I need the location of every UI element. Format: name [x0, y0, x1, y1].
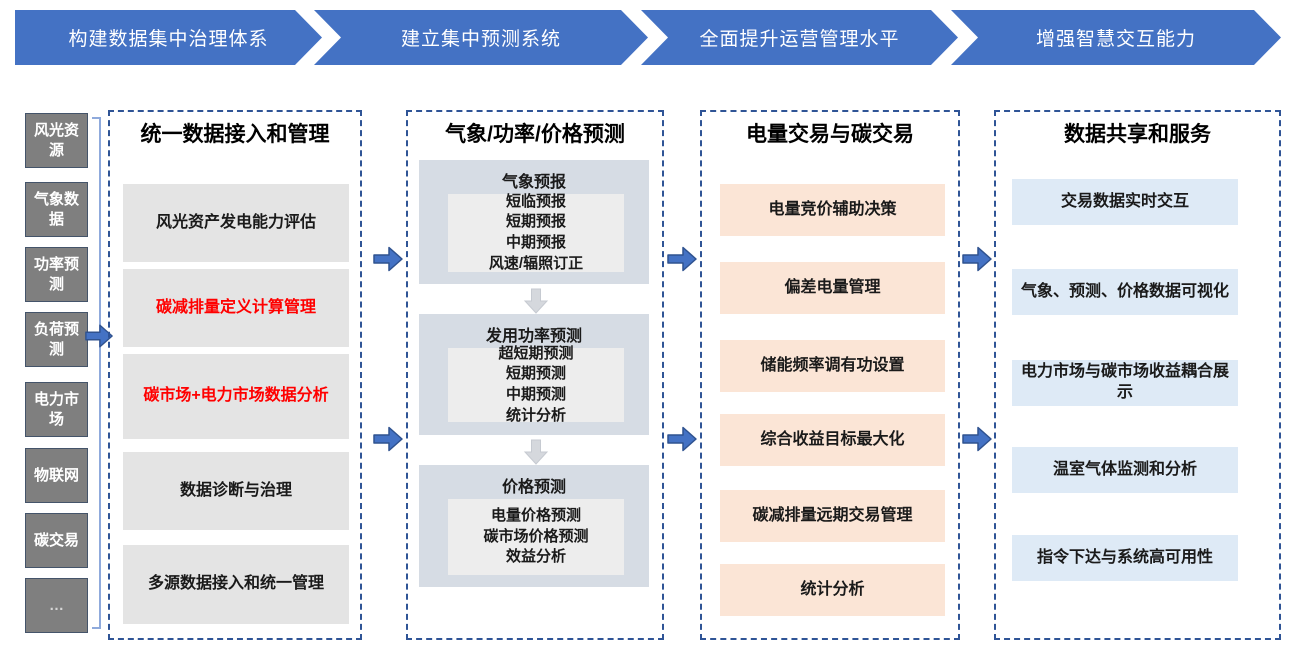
detail-line: 中期预报: [505, 234, 566, 251]
source-box-wind-solar: 风光资源: [25, 113, 88, 168]
phase-banner-data-governance: 构建数据集中治理体系: [15, 10, 322, 65]
phase-banner-label: 建立集中预测系统: [400, 29, 561, 50]
process-label: 温室气体监测和分析: [1052, 460, 1197, 478]
process-box: 风光资产发电能力评估: [123, 184, 349, 262]
process-label: 风光资产发电能力评估: [155, 213, 316, 231]
process-box: 碳市场+电力市场数据分析: [123, 354, 349, 439]
source-label: 碳交易: [33, 531, 79, 549]
process-label: 电力市场与碳市场收益耦合展示: [1020, 363, 1229, 401]
process-label: 气象、预测、价格数据可视化: [1020, 282, 1229, 300]
process-box: 统计分析: [720, 564, 945, 616]
process-box: 数据诊断与治理: [123, 452, 349, 530]
group-detail-list: 电量价格预测 碳市场价格预测 效益分析: [448, 499, 624, 575]
source-box-iot: 物联网: [25, 448, 88, 503]
process-box: 碳减排量定义计算管理: [123, 269, 349, 347]
source-box-more: …: [25, 578, 88, 633]
detail-line: 效益分析: [505, 548, 566, 566]
down-arrow-icon: [523, 439, 549, 465]
prediction-group-weather: 气象预报 短临预报 短期预报 中期预报 风速/辐照订正: [419, 160, 649, 284]
sources-group-bracket: [92, 117, 101, 629]
process-box: 电量竞价辅助决策: [720, 184, 945, 236]
source-box-carbon-trading: 碳交易: [25, 513, 88, 568]
process-label: 指令下达与系统高可用性: [1036, 548, 1213, 566]
phase-banner-label: 增强智慧交互能力: [1035, 29, 1196, 50]
phase-banner-prediction-system: 建立集中预测系统: [314, 10, 648, 65]
phase-banner-smart-interaction: 增强智慧交互能力: [951, 10, 1281, 65]
group-header: 发用功率预测: [485, 328, 582, 345]
column-title: 电量交易与碳交易: [746, 123, 914, 146]
process-label: 统计分析: [800, 580, 865, 598]
prediction-group-price: 价格预测 电量价格预测 碳市场价格预测 效益分析: [419, 465, 649, 587]
column-title: 统一数据接入和管理: [140, 123, 330, 146]
detail-line: 统计分析: [505, 406, 566, 424]
detail-line: 短临预报: [505, 192, 566, 210]
column-data-access-management: 统一数据接入和管理 风光资产发电能力评估 碳减排量定义计算管理 碳市场+电力市场…: [108, 110, 362, 640]
process-box: 电力市场与碳市场收益耦合展示: [1012, 360, 1238, 406]
process-label: 储能频率调有功设置: [760, 356, 905, 374]
process-label-highlighted: 碳市场+电力市场数据分析: [143, 387, 329, 405]
process-label: 碳减排量远期交易管理: [752, 506, 913, 524]
phase-banner-operations: 全面提升运营管理水平: [641, 10, 958, 65]
process-box: 综合收益目标最大化: [720, 414, 945, 466]
flow-arrow-icon: [667, 246, 697, 272]
source-label: 风光资源: [33, 122, 79, 159]
detail-line: 短期预报: [505, 213, 566, 231]
process-box: 交易数据实时交互: [1012, 179, 1238, 225]
detail-line: 超短期预测: [498, 344, 574, 362]
source-box-weather-data: 气象数据: [25, 182, 88, 237]
flow-arrow-icon: [962, 426, 992, 452]
process-label: 交易数据实时交互: [1060, 192, 1189, 210]
flow-arrow-icon: [667, 426, 697, 452]
process-box: 碳减排量远期交易管理: [720, 490, 945, 542]
process-label: 电量竞价辅助决策: [768, 200, 897, 218]
down-arrow-icon: [523, 288, 549, 314]
process-label: 多源数据接入和统一管理: [147, 575, 324, 593]
source-box-power-forecast: 功率预测: [25, 247, 88, 302]
source-label: 功率预测: [33, 256, 79, 293]
process-box: 多源数据接入和统一管理: [123, 545, 349, 624]
detail-line: 碳市场价格预测: [483, 527, 589, 545]
source-label: 电力市场: [33, 391, 79, 428]
group-detail-list: 短临预报 短期预报 中期预报 风速/辐照订正: [448, 192, 624, 272]
column-data-sharing: 数据共享和服务 交易数据实时交互 气象、预测、价格数据可视化 电力市场与碳市场收…: [994, 110, 1281, 640]
column-title: 数据共享和服务: [1064, 123, 1211, 146]
source-box-load-forecast: 负荷预测: [25, 312, 88, 367]
flow-arrow-icon: [85, 324, 113, 348]
column-trading: 电量交易与碳交易 电量竞价辅助决策 偏差电量管理 储能频率调有功设置 综合收益目…: [700, 110, 960, 640]
process-box: 储能频率调有功设置: [720, 340, 945, 392]
process-box: 温室气体监测和分析: [1012, 447, 1238, 493]
process-label: 偏差电量管理: [784, 278, 881, 296]
process-box: 偏差电量管理: [720, 262, 945, 314]
prediction-group-power: 发用功率预测 超短期预测 短期预测 中期预测 统计分析: [419, 314, 649, 435]
column-prediction: 气象/功率/价格预测 气象预报 短临预报 短期预报 中期预报 风速/辐照订正 发…: [406, 110, 664, 640]
source-box-power-market: 电力市场: [25, 382, 88, 437]
column-title: 气象/功率/价格预测: [445, 123, 625, 146]
process-label: 数据诊断与治理: [179, 481, 292, 499]
detail-line: 短期预测: [505, 365, 566, 383]
phase-banner-label: 全面提升运营管理水平: [699, 29, 900, 50]
flow-arrow-icon: [373, 246, 403, 272]
phase-banner-label: 构建数据集中治理体系: [68, 29, 269, 50]
detail-line: 电量价格预测: [490, 506, 581, 524]
source-label: …: [49, 596, 64, 614]
flow-arrow-icon: [373, 426, 403, 452]
source-label: 气象数据: [33, 191, 79, 228]
process-label: 综合收益目标最大化: [760, 430, 905, 448]
group-header: 气象预报: [501, 174, 566, 191]
source-label: 负荷预测: [33, 321, 79, 358]
process-label-highlighted: 碳减排量定义计算管理: [155, 298, 316, 316]
flow-arrow-icon: [962, 246, 992, 272]
detail-line: 中期预测: [505, 386, 566, 403]
group-detail-list: 超短期预测 短期预测 中期预测 统计分析: [448, 345, 624, 424]
process-box: 指令下达与系统高可用性: [1012, 535, 1238, 581]
group-header: 价格预测: [501, 479, 566, 496]
process-box: 气象、预测、价格数据可视化: [1012, 269, 1238, 315]
detail-line: 风速/辐照订正: [488, 254, 584, 272]
source-label: 物联网: [33, 466, 79, 484]
